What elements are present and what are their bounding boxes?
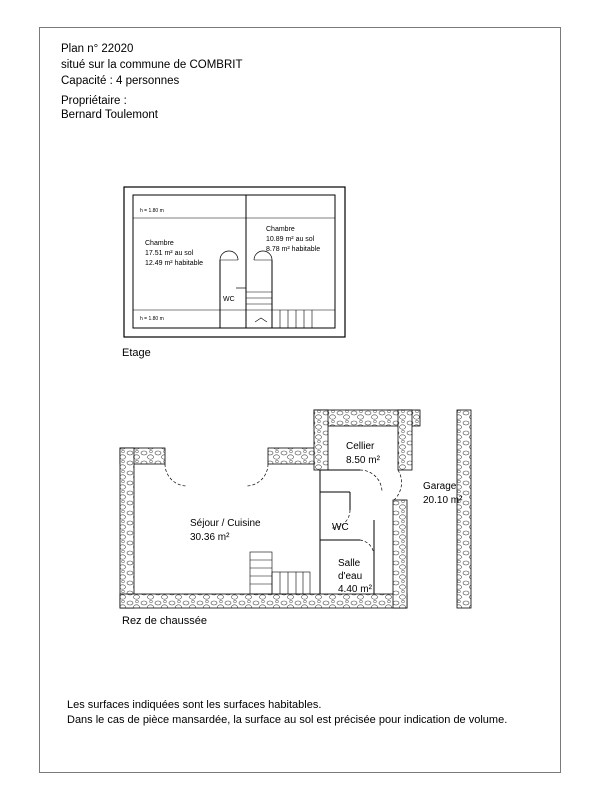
etage-wc: WC [223,296,235,303]
owner-name: Bernard Toulemont [61,109,158,121]
rdc-garage-name: Garage [423,481,457,492]
rdc-salle-line2: d'eau [338,571,362,582]
rdc-salle-area: 4.40 m² [338,584,373,595]
rdc-plan [119,409,472,609]
etage-height-bottom: h = 1.80 m [140,316,164,322]
etage-chambre2-habitable: 8.78 m² habitable [266,246,320,253]
rdc-wc: WC [332,522,349,533]
rdc-cellier-name: Cellier [346,441,375,452]
etage-chambre1-floor: 17.51 m² au sol [145,250,194,257]
rdc-sejour-area: 30.36 m² [190,532,230,543]
etage-chambre1-name: Chambre [145,240,174,247]
rdc-sejour-name: Séjour / Cuisine [190,518,261,529]
rdc-caption: Rez de chaussée [122,615,207,627]
etage-chambre2-name: Chambre [266,226,295,233]
etage-chambre1-habitable: 12.49 m² habitable [145,260,203,267]
footer-line-2: Dans le cas de pièce mansardée, la surfa… [67,714,508,726]
owner-label: Propriétaire : [61,95,127,107]
plan-capacity: Capacité : 4 personnes [61,75,180,87]
plan-number: Plan n° 22020 [61,43,134,55]
rdc-salle-line1: Salle [338,558,361,569]
etage-caption: Etage [122,347,151,359]
plan-location: situé sur la commune de COMBRIT [61,59,243,71]
rdc-garage-area: 20.10 m² [423,495,463,506]
page-frame [39,27,561,773]
etage-chambre2-floor: 10.89 m² au sol [266,236,315,243]
etage-height-top: h = 1.80 m [140,208,164,214]
etage-plan [123,186,346,338]
rdc-cellier-area: 8.50 m² [346,455,381,466]
footer-line-1: Les surfaces indiquées sont les surfaces… [67,699,322,711]
